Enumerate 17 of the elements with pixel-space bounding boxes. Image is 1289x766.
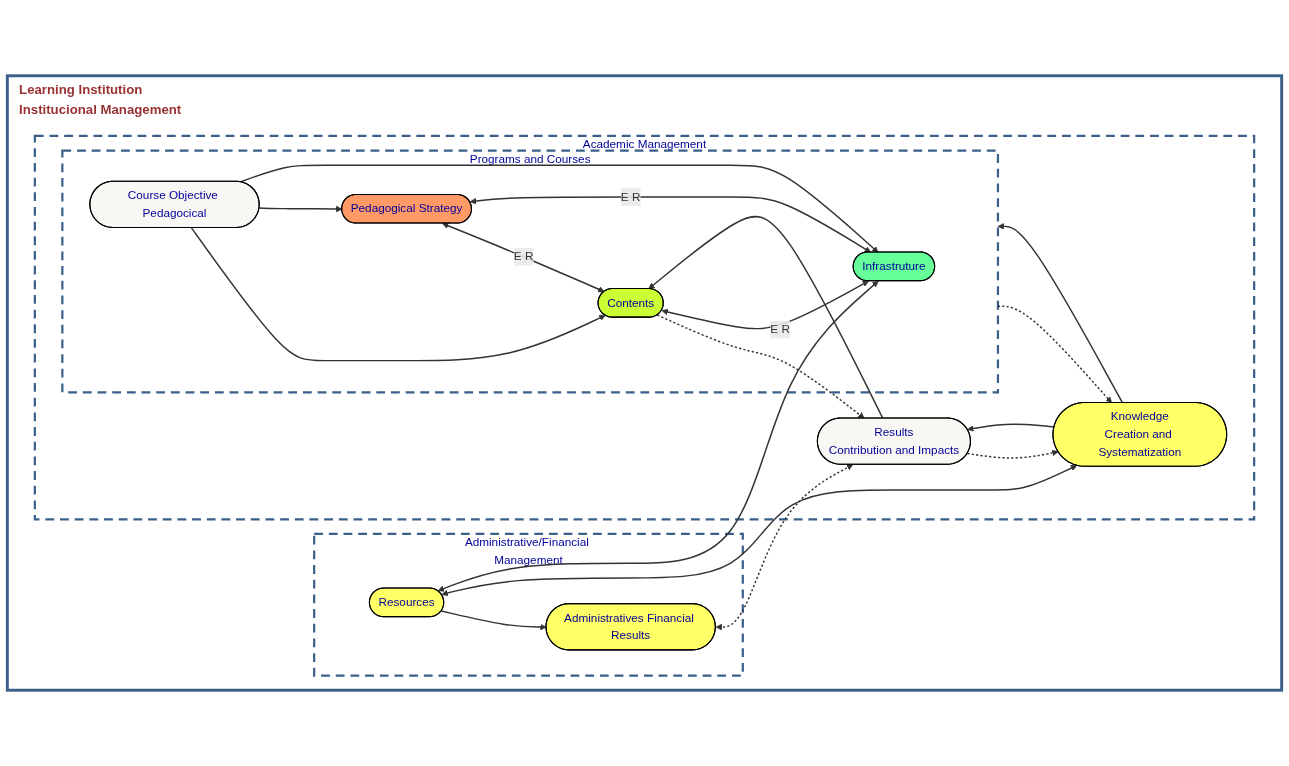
arrow	[997, 305, 1112, 404]
arrow	[190, 227, 606, 362]
arrow	[997, 223, 1123, 404]
edge-label: E R	[770, 323, 790, 336]
arrow	[966, 449, 1059, 459]
edge-label: E R	[513, 250, 534, 263]
arrow	[442, 222, 605, 293]
arrow	[656, 314, 865, 419]
arrow	[440, 610, 547, 631]
arrow	[437, 280, 879, 592]
edge-label: E R	[620, 190, 641, 203]
arrow	[661, 280, 869, 330]
arrow	[648, 215, 884, 420]
arrow	[469, 196, 872, 253]
arrow	[441, 465, 1078, 597]
arrow	[715, 464, 854, 631]
arrow	[239, 164, 879, 253]
